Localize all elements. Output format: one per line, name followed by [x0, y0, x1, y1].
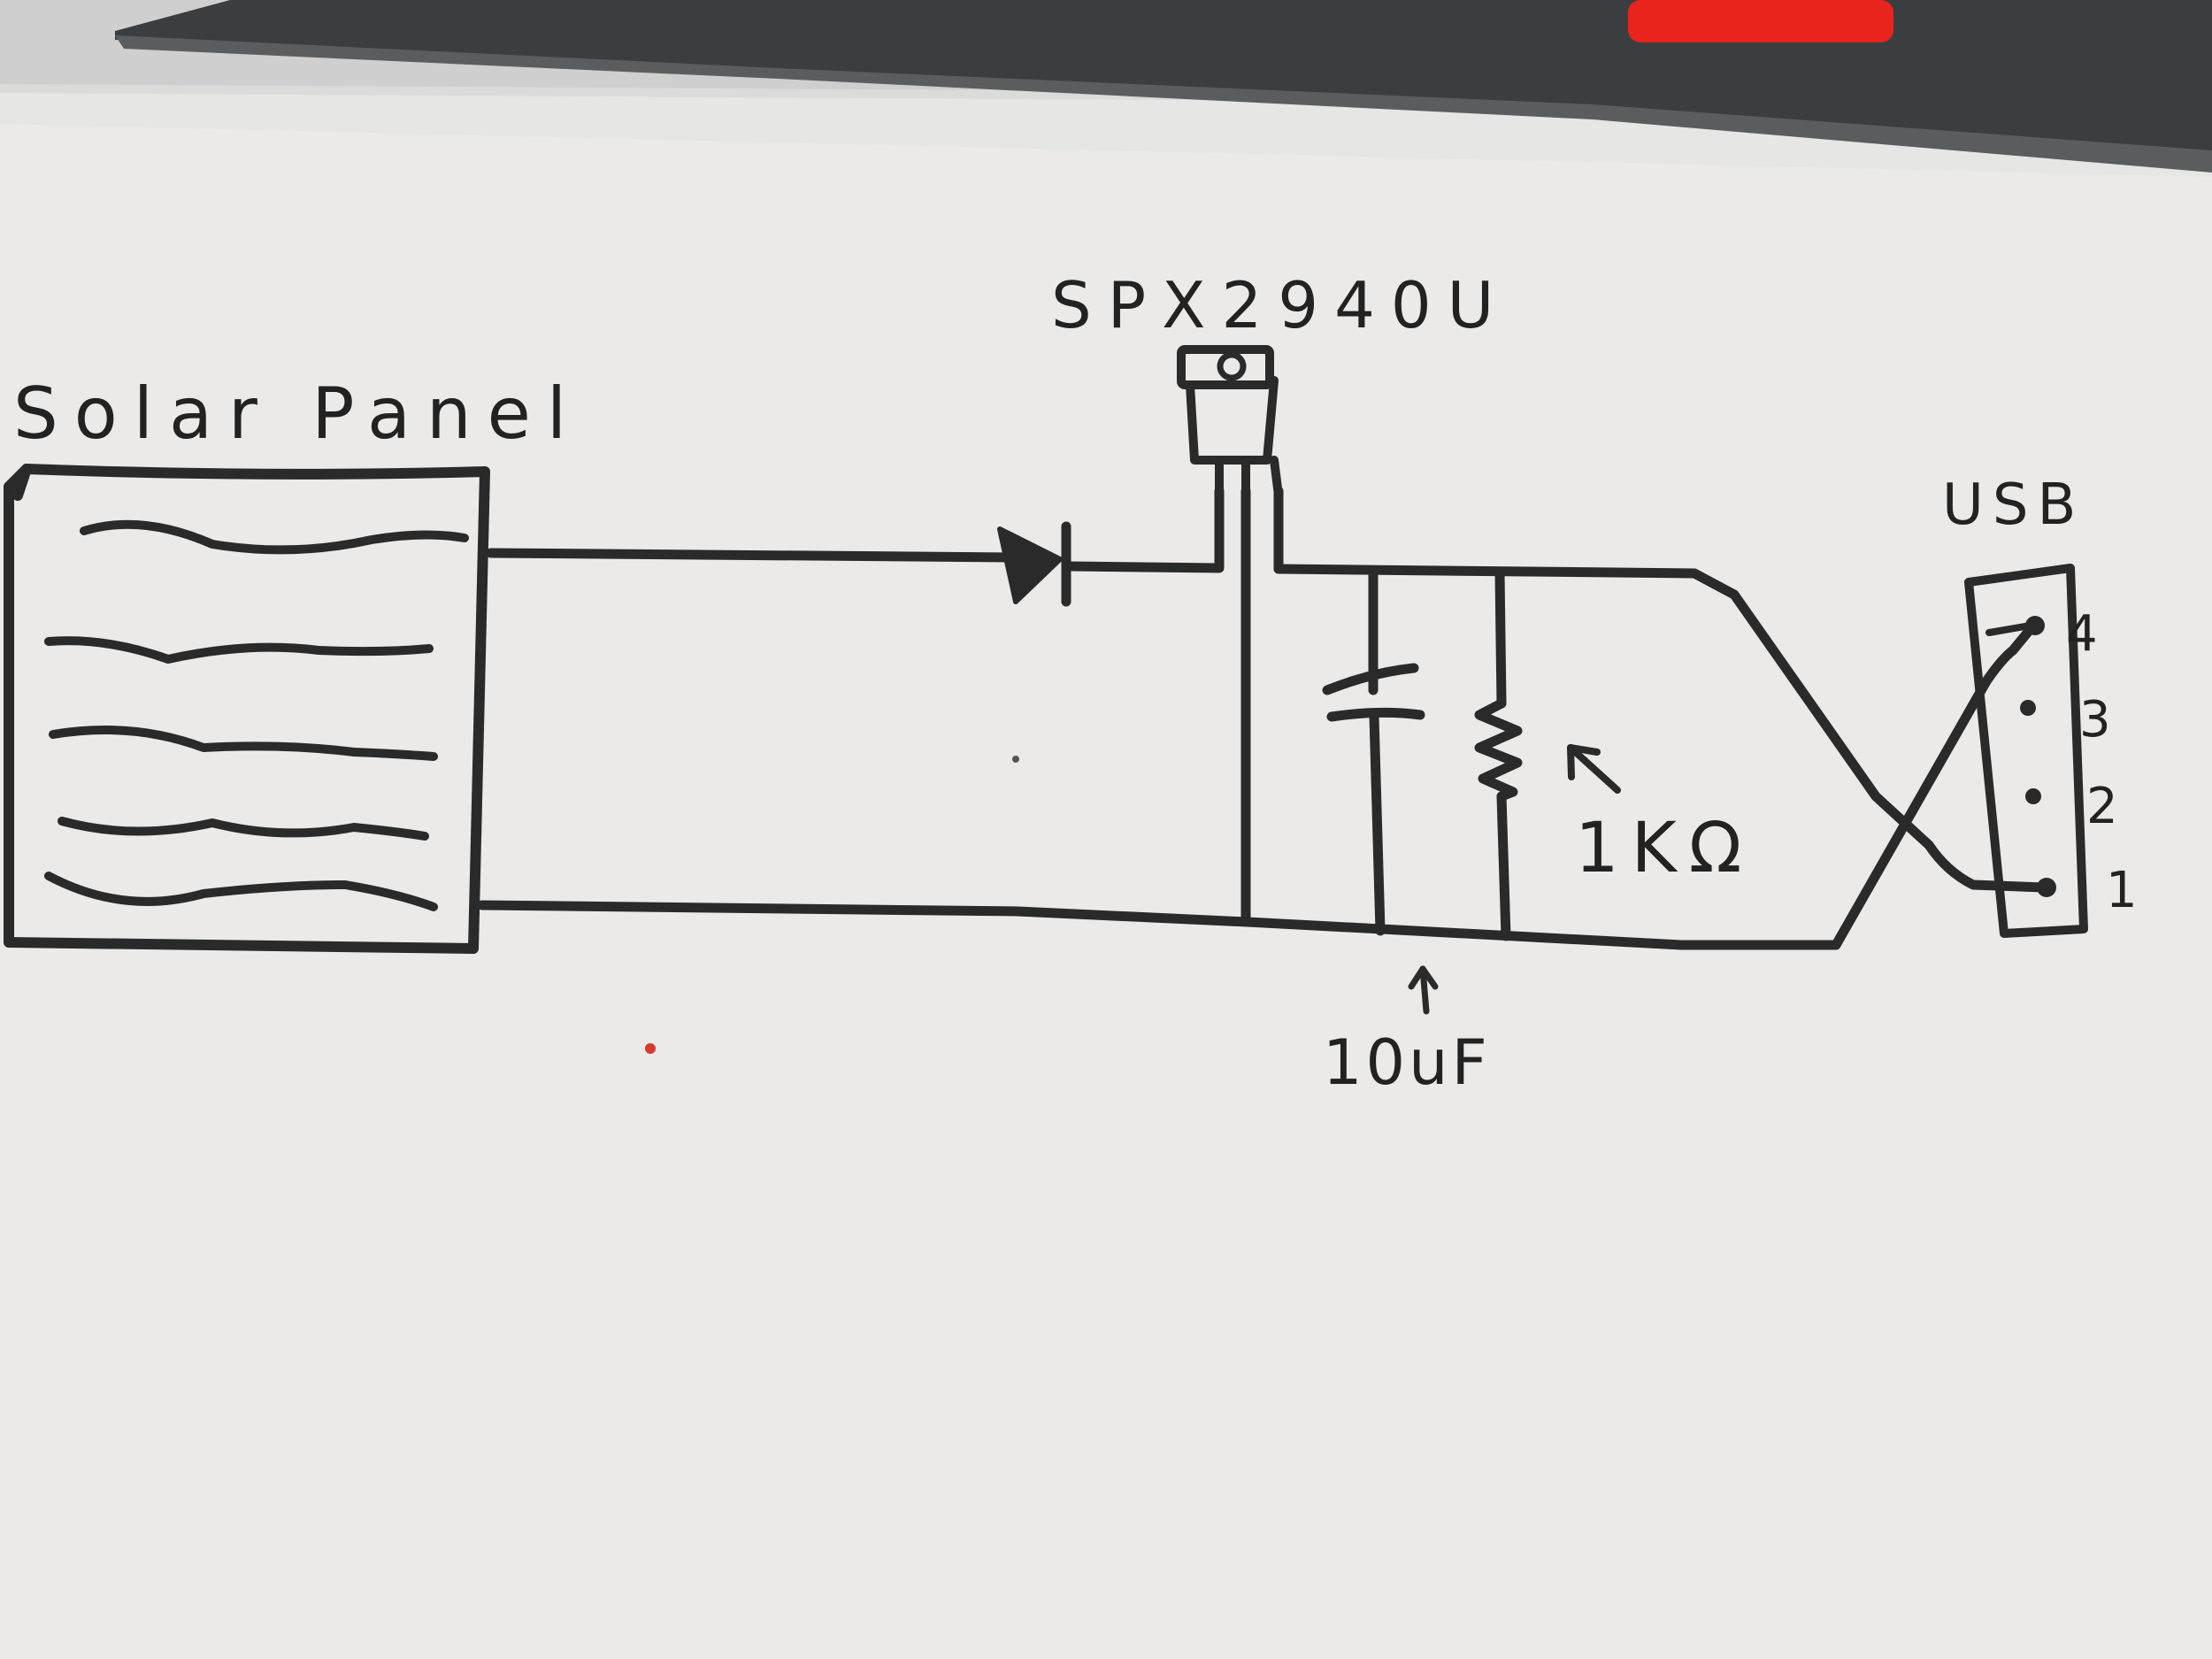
usb-pins [2020, 616, 2056, 897]
resistor-symbol [1474, 698, 1523, 802]
solar-panel-label: Solar Panel [13, 373, 582, 455]
regulator-label: SPX2940U [1051, 268, 1509, 342]
capacitor-pointer-arrow [1408, 965, 1439, 1015]
capacitor-value-label: 10uF [1323, 1026, 1491, 1099]
usb-label: USB [1942, 472, 2085, 538]
usb-pin-4 [2025, 616, 2045, 635]
stray-red-dot [645, 1043, 656, 1054]
usb-pin-2 [2025, 788, 2041, 804]
usb-pin-2-label: 2 [2086, 778, 2134, 835]
circuit-wires [477, 486, 2049, 950]
usb-pin-1-label: 1 [2106, 862, 2154, 919]
diode-symbol [997, 521, 1071, 607]
usb-pin-3 [2020, 700, 2036, 716]
red-tag [1628, 0, 1893, 42]
usb-pin-3-label: 3 [2079, 691, 2127, 749]
resistor-value-label: 1KΩ [1575, 809, 1754, 888]
paper-sheet [0, 93, 2212, 1659]
usb-pin-1 [2037, 878, 2056, 897]
capacitor-symbol [1322, 663, 1425, 722]
usb-pin-4-label: 4 [2066, 605, 2114, 663]
dark-object-edge [115, 35, 2212, 173]
solar-panel-symbol [4, 464, 490, 954]
resistor-pointer-arrow [1567, 744, 1621, 794]
stray-ink-dot [1012, 756, 1019, 763]
regulator-symbol [1177, 345, 1283, 500]
